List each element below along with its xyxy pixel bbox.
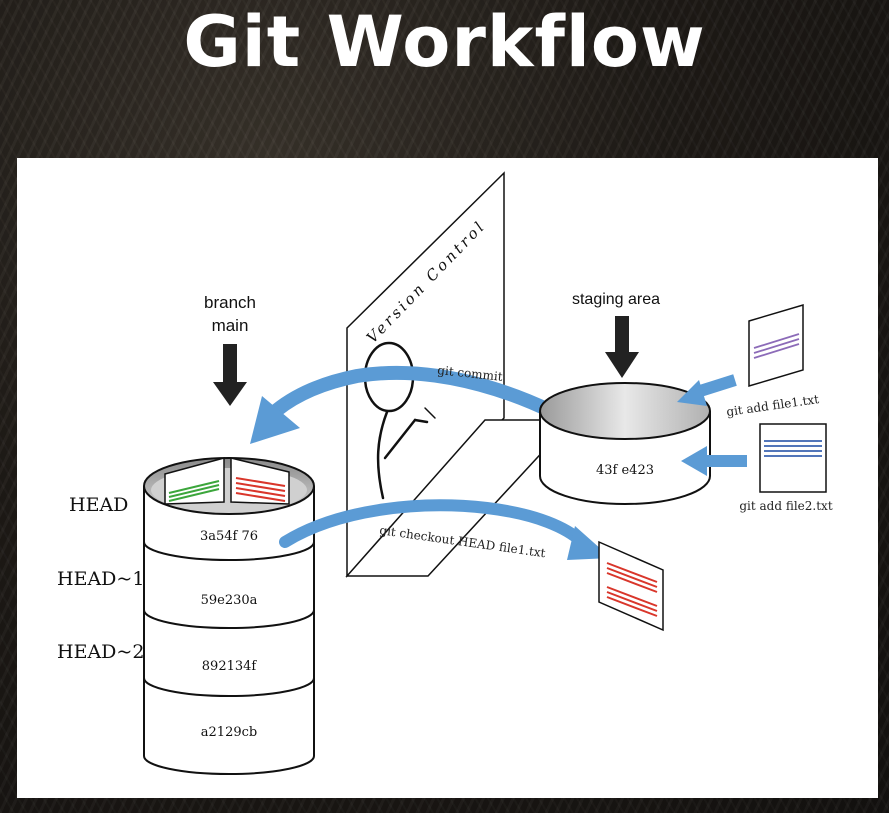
commit-hash-root: a2129cb (201, 725, 257, 740)
branch-name-label: main (212, 316, 249, 335)
git-add-file1-label: git add file1.txt (725, 392, 820, 419)
file1-icon (748, 303, 804, 388)
commit-hash-head: 3a54f 76 (200, 529, 258, 544)
git-add-file2-arrow (681, 446, 747, 476)
ref-head: HEAD (69, 494, 128, 516)
git-commit-label: git commit (437, 363, 504, 384)
diagram-panel: 3a54f 76 59e230a 892134f a2129cb HEAD HE… (17, 158, 878, 798)
git-commit-arrow (250, 366, 599, 444)
version-control-label: Version Control (363, 217, 490, 347)
commit-hash-head-2: 892134f (202, 659, 258, 674)
file2-icon (759, 423, 827, 493)
commit-hash-head-1: 59e230a (201, 593, 258, 608)
ref-head-2: HEAD~2 (57, 641, 144, 663)
git-workflow-diagram: 3a54f 76 59e230a 892134f a2129cb HEAD HE… (57, 171, 833, 775)
staging-hash: 43f e423 (596, 463, 654, 478)
staging-area-cylinder (539, 382, 711, 505)
staging-area-label: staging area (572, 291, 660, 308)
branch-down-arrow-icon (213, 344, 247, 406)
staging-down-arrow-icon (605, 316, 639, 378)
git-add-file1-arrow (677, 374, 737, 406)
checked-out-file-icon (598, 540, 664, 632)
git-add-file2-label: git add file2.txt (739, 499, 832, 513)
version-control-panel (346, 171, 505, 578)
repo-files (164, 457, 290, 505)
page-title: Git Workflow (183, 1, 706, 83)
branch-label: branch (204, 293, 256, 312)
ref-head-1: HEAD~1 (57, 568, 144, 590)
